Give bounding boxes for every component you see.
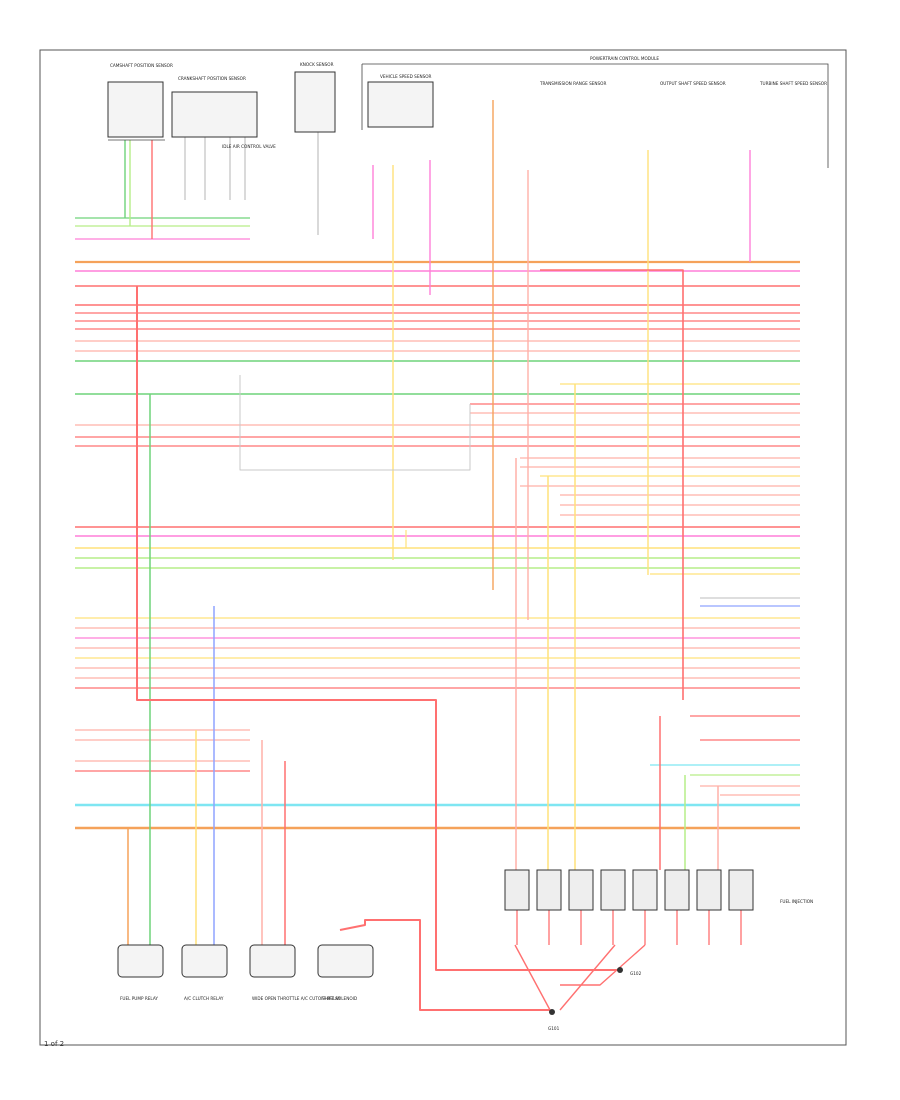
ground-label-0: G101 [548, 1026, 560, 1031]
relay-0 [504, 869, 530, 911]
diagram-border [39, 49, 847, 1046]
bottom-component-3 [317, 944, 374, 978]
wire-layer [75, 100, 800, 1011]
label-layer: CAMSHAFT POSITION SENSOR CRANKSHAFT POSIT… [110, 56, 827, 1031]
relay-5 [664, 869, 690, 911]
relay-4 [632, 869, 658, 911]
bottom-component-1 [181, 944, 228, 978]
top-component-label-6: TRANSMISSION RANGE SENSOR [539, 81, 606, 86]
relay-ground-c [560, 944, 646, 986]
top-component-label-4: POWERTRAIN CONTROL MODULE [590, 56, 659, 61]
bottom-component-label-2: WIDE OPEN THROTTLE A/C CUTOFF RELAY [252, 996, 341, 1001]
crankshaft-sensor-box [171, 91, 258, 138]
pcm-bracket [362, 63, 829, 168]
bottom-component-label-1: A/C CLUTCH RELAY [184, 996, 224, 1001]
relay-7 [728, 869, 754, 911]
relay-6 [696, 869, 722, 911]
camshaft-sensor-box [107, 81, 164, 138]
top-component-label-8: TURBINE SHAFT SPEED SENSOR [759, 81, 827, 86]
relay-1 [536, 869, 562, 911]
knock-sensor-box [294, 71, 336, 133]
page-number: 1 of 2 [44, 1040, 65, 1048]
wire-power-route [136, 286, 620, 971]
wire-gray-route [239, 375, 471, 471]
relay-2 [568, 869, 594, 911]
wire-relay-feed [540, 269, 684, 700]
top-component-label-2: IDLE AIR CONTROL VALVE [222, 144, 276, 149]
relay-3 [600, 869, 626, 911]
top-component-label-3: KNOCK SENSOR [300, 62, 334, 67]
bottom-component-2 [249, 944, 296, 978]
component-layer [107, 71, 754, 1015]
top-component-label-7: OUTPUT SHAFT SPEED SENSOR [660, 81, 726, 86]
bottom-component-label-0: FUEL PUMP RELAY [120, 996, 158, 1001]
relay-ground-a [514, 944, 551, 1011]
bottom-component-0 [117, 944, 164, 978]
wire-ground-route [339, 919, 550, 1011]
outer-frame [39, 49, 847, 1046]
ground-symbol-b [617, 967, 623, 973]
vehicle-speed-sensor-box [367, 81, 434, 128]
top-component-label-0: CAMSHAFT POSITION SENSOR [110, 63, 173, 68]
top-component-label-1: CRANKSHAFT POSITION SENSOR [178, 76, 246, 81]
relay-ground-b [559, 944, 616, 1011]
bottom-component-label-3: SHIFT SOLENOID [322, 996, 357, 1001]
top-component-label-5: VEHICLE SPEED SENSOR [380, 74, 432, 79]
ground-symbol-a [549, 1009, 555, 1015]
ground-label-1: G102 [630, 971, 642, 976]
relay-module-label: FUEL INJECTION [780, 899, 813, 904]
